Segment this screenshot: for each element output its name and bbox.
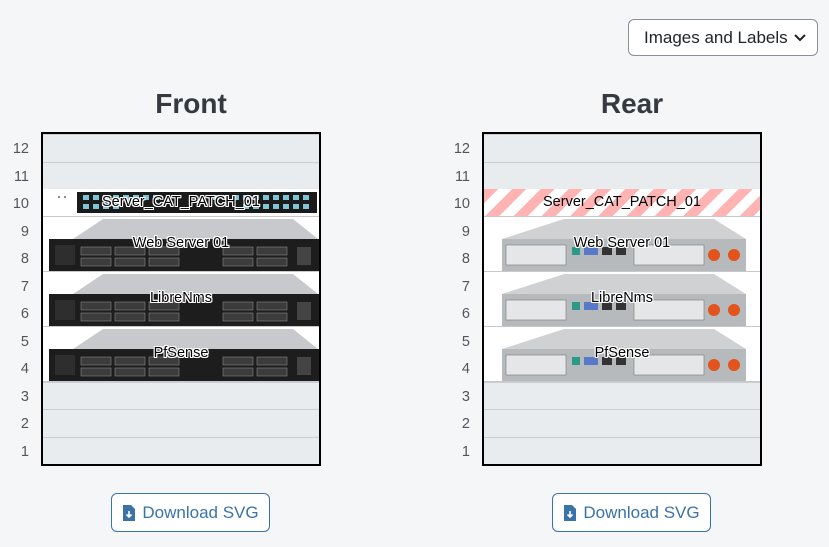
empty-slot[interactable]	[43, 436, 319, 464]
unit-number: 12	[12, 141, 29, 157]
empty-slot[interactable]	[484, 409, 760, 437]
rear-unit-numbers: 12 11 10 9 8 7 6 5 4 3 2 1	[441, 133, 473, 463]
unit-number: 7	[20, 278, 29, 295]
rear-device-patch-panel[interactable]: Server_CAT_PATCH_01	[484, 189, 760, 217]
rear-rack-title: Rear	[600, 88, 664, 119]
unit-number: 2	[20, 416, 29, 432]
server-front-image	[49, 273, 319, 326]
download-label: Download SVG	[142, 502, 259, 522]
rear-device-web-server[interactable]: Web Server 01	[484, 216, 760, 272]
download-label: Download SVG	[583, 502, 700, 522]
front-unit-numbers: 12 11 10 9 8 7 6 5 4 3 2 1	[0, 133, 32, 463]
unit-number: 10	[12, 196, 29, 212]
unit-number: 6	[461, 306, 470, 322]
server-front-image	[49, 328, 319, 381]
unit-number: 3	[20, 388, 29, 405]
empty-slot[interactable]	[484, 381, 760, 409]
empty-slot[interactable]	[43, 161, 319, 189]
unit-number: 12	[453, 141, 470, 157]
unit-number: 9	[461, 223, 470, 240]
unit-number: 4	[461, 361, 470, 377]
unit-number: 6	[20, 306, 29, 322]
unit-number: 1	[461, 443, 470, 460]
device-label: LibreNms	[149, 289, 213, 306]
empty-slot[interactable]	[484, 134, 760, 162]
server-rear-image	[502, 218, 746, 271]
empty-slot[interactable]	[484, 436, 760, 464]
unit-number: 7	[461, 278, 470, 295]
unit-number: 8	[461, 251, 470, 267]
unit-number: 5	[20, 333, 29, 350]
file-download-icon	[564, 504, 577, 521]
empty-slot[interactable]	[484, 161, 760, 189]
front-rack-title: Front	[155, 88, 227, 119]
rear-rack: Server_CAT_PATCH_01 Web Server 01 LibreN…	[482, 132, 762, 466]
device-label: PfSense	[594, 344, 650, 361]
file-download-icon	[123, 504, 136, 521]
unit-number: 5	[461, 333, 470, 350]
empty-slot[interactable]	[43, 134, 319, 162]
front-device-web-server[interactable]: Web Server 01	[43, 216, 319, 272]
unit-number: 4	[20, 361, 29, 377]
view-mode-select[interactable]: Images and Labels	[628, 19, 818, 56]
device-label: Server_CAT_PATCH_01	[102, 194, 260, 210]
empty-slot[interactable]	[43, 381, 319, 409]
server-rear-image	[502, 273, 746, 326]
rear-device-pfsense[interactable]: PfSense	[484, 326, 760, 382]
unit-number: 11	[454, 168, 470, 185]
unit-number: 1	[20, 443, 29, 460]
patch-panel-image	[58, 192, 317, 213]
front-device-pfsense[interactable]: PfSense	[43, 326, 319, 382]
front-rack: Server_CAT_PATCH_01 Web Server 01	[41, 132, 321, 466]
front-download-svg-button[interactable]: Download SVG	[111, 493, 270, 532]
rear-device-librenms[interactable]: LibreNms	[484, 271, 760, 327]
device-label: Server_CAT_PATCH_01	[543, 194, 701, 210]
device-label: Web Server 01	[573, 234, 671, 251]
unit-number: 2	[461, 416, 470, 432]
front-device-librenms[interactable]: LibreNms	[43, 271, 319, 327]
unit-number: 8	[20, 251, 29, 267]
device-label: Web Server 01	[132, 234, 230, 251]
empty-slot[interactable]	[43, 409, 319, 437]
unit-number: 9	[20, 223, 29, 240]
device-label: LibreNms	[590, 289, 654, 306]
unit-number: 3	[461, 388, 470, 405]
chevron-down-icon	[794, 34, 806, 42]
server-rear-image	[502, 328, 746, 381]
rear-download-svg-button[interactable]: Download SVG	[552, 493, 711, 532]
front-device-patch-panel[interactable]: Server_CAT_PATCH_01	[43, 189, 319, 217]
view-mode-value: Images and Labels	[644, 27, 788, 47]
server-front-image	[49, 218, 319, 271]
unit-number: 10	[453, 196, 470, 212]
device-label: PfSense	[153, 344, 209, 361]
unit-number: 11	[13, 168, 29, 185]
